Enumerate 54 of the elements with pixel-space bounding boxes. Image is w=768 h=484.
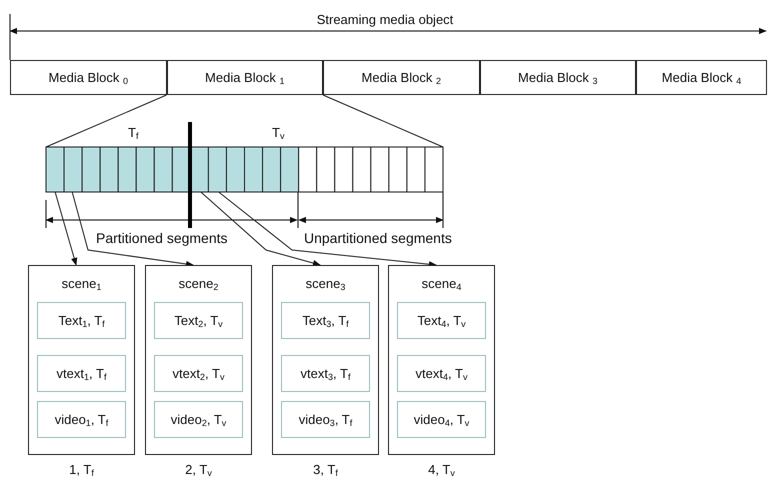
period-label: T$_{v}$ (272, 125, 284, 141)
arrow (200, 192, 321, 266)
item-label: Text$_{3}$, T$_{f}$ (302, 312, 349, 328)
item-label: Text$_{1}$, T$_{f}$ (58, 312, 105, 328)
segment-label: Unpartitioned segments (304, 230, 452, 246)
media-item-box (397, 401, 486, 438)
media-item-box (281, 401, 370, 438)
item-label: video$_{2}$, T$_{v}$ (170, 412, 226, 428)
media-item-box (281, 302, 370, 339)
dimension-label: Streaming media object (316, 12, 454, 27)
media-item-box (281, 355, 370, 392)
scene-caption: 1, T$_{f}$ (68, 462, 95, 478)
zoom-line (46, 94, 167, 148)
block-label: Media Block $_{1}$ (205, 70, 284, 86)
item-label: vtext$_{2}$, T$_{v}$ (172, 366, 224, 382)
item-label: video$_{1}$, T$_{f}$ (54, 412, 108, 428)
item-label: vtext$_{1}$, T$_{f}$ (56, 366, 106, 382)
media-item-box (37, 355, 126, 392)
arrow (54, 192, 78, 266)
arrow (72, 192, 194, 268)
item-label: vtext$_{4}$, T$_{v}$ (416, 366, 468, 382)
period-label: T$_{f}$ (128, 125, 138, 141)
media-item-box (397, 302, 486, 339)
block-label: Media Block $_{3}$ (518, 70, 598, 86)
scene-caption: 3, T$_{f}$ (312, 462, 339, 478)
item-label: video$_{4}$, T$_{v}$ (414, 412, 470, 428)
scene-title: scene$_{2}$ (178, 276, 218, 292)
media-item-box (154, 355, 243, 392)
item-label: Text$_{2}$, T$_{v}$ (174, 312, 223, 328)
scene-title: scene$_{4}$ (422, 276, 462, 292)
media-block (323, 60, 480, 95)
arrow (218, 192, 437, 268)
block-label: Media Block $_{0}$ (48, 70, 128, 86)
media-item-box (397, 355, 486, 392)
media-block (10, 60, 166, 95)
block-label: Media Block $_{4}$ (662, 70, 742, 86)
scene-title: scene$_{3}$ (306, 276, 346, 292)
media-item-box (37, 302, 126, 339)
segment-strip (46, 147, 443, 192)
segment-label: Partitioned segments (96, 230, 228, 246)
zoom-line (322, 94, 444, 148)
block-label: Media Block $_{2}$ (362, 70, 441, 86)
media-item-box (154, 401, 243, 438)
scene-caption: 2, T$_{v}$ (184, 462, 213, 478)
scene-title: scene$_{1}$ (62, 276, 102, 292)
item-label: vtext$_{3}$, T$_{f}$ (300, 366, 350, 382)
item-label: video$_{3}$, T$_{f}$ (298, 412, 352, 428)
media-block (636, 60, 767, 95)
item-label: Text$_{4}$, T$_{v}$ (417, 312, 466, 328)
scene-caption: 4, T$_{v}$ (427, 462, 456, 478)
media-item-box (154, 302, 243, 339)
media-block (166, 60, 323, 95)
media-item-box (37, 401, 126, 438)
media-block (480, 60, 636, 95)
